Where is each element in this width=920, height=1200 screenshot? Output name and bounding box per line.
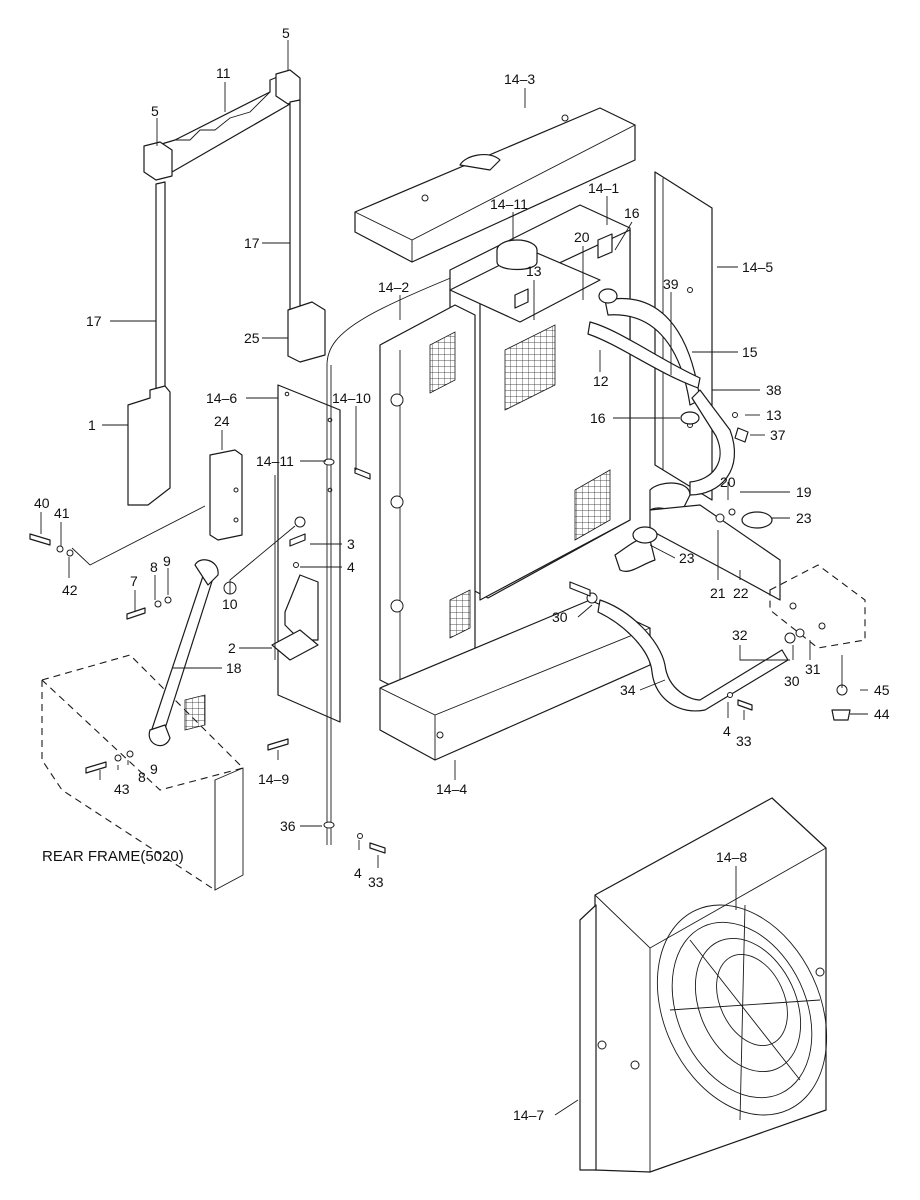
callout-5-top: 5: [282, 25, 290, 41]
callout-8-bot: 8: [138, 769, 146, 785]
callout-11: 11: [216, 65, 231, 81]
callout-14-8: 14–8: [716, 849, 747, 865]
callout-14-4: 14–4: [436, 781, 467, 797]
elbow-block-22: [769, 564, 866, 649]
callout-23-mid: 23: [679, 550, 695, 566]
callout-18: 18: [226, 660, 242, 676]
callout-32: 32: [732, 627, 748, 643]
callout-labels: 5 11 5 17 17 25 1 14–6 24 14–11 14–10 40…: [34, 25, 890, 1123]
top-bracket-14-3: [354, 107, 636, 263]
callout-40: 40: [34, 495, 50, 511]
callout-34: 34: [620, 682, 636, 698]
callout-12: 12: [593, 373, 609, 389]
callout-15: 15: [742, 344, 758, 360]
callout-42: 42: [62, 582, 78, 598]
callout-25: 25: [244, 330, 260, 346]
callout-41: 41: [54, 505, 70, 521]
rear-frame: REAR FRAME(5020): [41, 654, 245, 891]
callout-17-right: 17: [244, 235, 260, 251]
callout-37: 37: [770, 427, 786, 443]
callout-14-7: 14–7: [513, 1107, 544, 1123]
callout-8-top: 8: [150, 559, 158, 575]
callout-9-bot: 9: [150, 761, 158, 777]
hardware-right: [569, 412, 851, 721]
radiator-cap-14-11: [496, 239, 538, 271]
callout-14-10: 14–10: [332, 390, 371, 406]
callout-44: 44: [874, 706, 890, 722]
callout-36: 36: [280, 818, 296, 834]
callout-14-6: 14–6: [206, 390, 237, 406]
callout-20-right: 20: [720, 474, 736, 490]
callout-16-top: 16: [624, 205, 640, 221]
fan-shroud-14-7: [579, 797, 827, 1173]
bracket-14-6: [271, 384, 341, 723]
callout-10: 10: [222, 596, 238, 612]
callout-13-top: 13: [526, 263, 542, 279]
drain-hose-32: [597, 599, 789, 712]
callout-19: 19: [796, 484, 812, 500]
fan-guard-14-8: [656, 904, 828, 1121]
callout-33-right: 33: [736, 733, 752, 749]
callout-43: 43: [114, 781, 130, 797]
callout-14-5: 14–5: [742, 259, 773, 275]
seal-strip-17-left: [155, 181, 166, 393]
callout-14-9: 14–9: [258, 771, 289, 787]
callout-30-right: 30: [784, 673, 800, 689]
callout-30-left: 30: [552, 609, 568, 625]
callout-2: 2: [228, 640, 236, 656]
callout-31: 31: [805, 661, 821, 677]
frame-label: REAR FRAME(5020): [42, 848, 184, 865]
leader-lines: [40, 40, 868, 1116]
callout-20-top: 20: [574, 229, 590, 245]
callout-4-mid: 4: [347, 559, 355, 575]
lower-seal-25: [287, 301, 326, 363]
callout-14-11-left: 14–11: [256, 453, 294, 469]
callout-14-1: 14–1: [588, 180, 619, 196]
callout-9-top: 9: [163, 553, 171, 569]
callout-14-3: 14–3: [504, 71, 535, 87]
callout-38: 38: [766, 382, 782, 398]
shroud-corner-5-top: [275, 69, 301, 105]
callout-7: 7: [130, 573, 138, 589]
side-cover-1: [127, 385, 171, 506]
seal-strip-17-right: [289, 99, 301, 313]
callout-23-right: 23: [796, 510, 812, 526]
callout-33-bot: 33: [368, 874, 384, 890]
callout-24: 24: [214, 413, 230, 429]
callout-39: 39: [663, 276, 679, 292]
callout-14-2: 14–2: [378, 279, 409, 295]
callout-14-11-top: 14–11: [490, 196, 528, 212]
callout-21: 21: [710, 585, 726, 601]
callout-17-left: 17: [86, 313, 102, 329]
hoses: [587, 288, 781, 601]
callout-4-bot: 4: [354, 865, 362, 881]
stay-rod-18: [148, 559, 219, 747]
callout-1: 1: [88, 417, 96, 433]
callout-3: 3: [347, 536, 355, 552]
callout-16-mid: 16: [590, 410, 606, 426]
dipstick-tube-14-11: [323, 257, 501, 845]
pad-24: [209, 449, 243, 541]
callout-5-left: 5: [151, 103, 159, 119]
callout-22: 22: [733, 585, 749, 601]
side-tank-14-2: [379, 304, 476, 691]
shroud-corner-5-left: [143, 141, 173, 181]
callout-4-right: 4: [723, 723, 731, 739]
callout-45: 45: [874, 682, 890, 698]
hardware-left: [29, 467, 386, 854]
callout-13-right: 13: [766, 407, 782, 423]
